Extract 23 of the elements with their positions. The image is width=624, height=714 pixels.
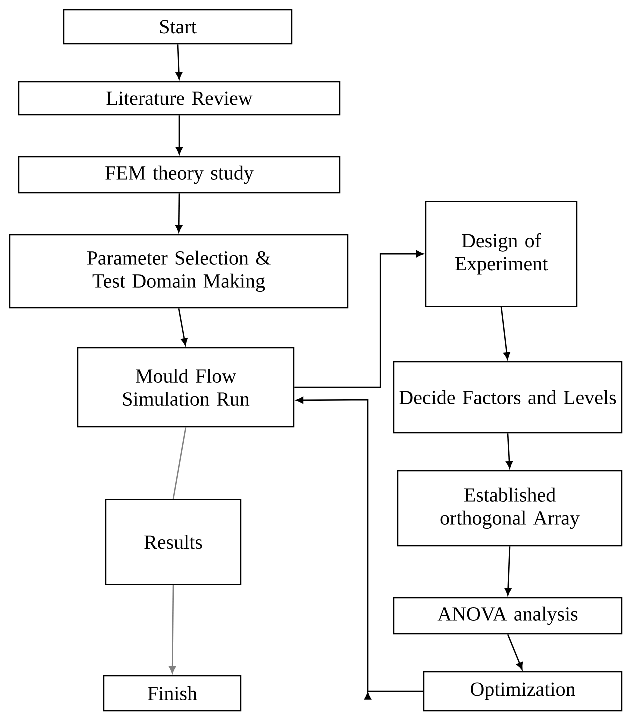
process-box: Decide Factors and Levels: [393, 361, 623, 434]
process-box: Mould Flow Simulation Run: [77, 347, 295, 428]
process-box: FEM theory study: [18, 156, 341, 194]
arrow: [178, 308, 188, 346]
process-box: Literature Review: [18, 81, 341, 116]
arrow: [169, 585, 176, 674]
process-box: Start: [63, 9, 293, 45]
arrow: [507, 634, 524, 670]
process-box: Results: [105, 499, 242, 586]
arrow: [504, 546, 512, 596]
arrow: [506, 434, 513, 469]
process-box: Established orthogonal Array: [397, 470, 623, 547]
process-box: Finish: [103, 675, 242, 712]
process-box: Optimization: [423, 671, 623, 712]
process-box: ANOVA analysis: [393, 597, 623, 635]
process-box: Parameter Selection & Test Domain Making: [9, 234, 349, 309]
arrow: [176, 44, 183, 80]
arrow: [296, 397, 424, 700]
arrow: [176, 116, 183, 155]
arrow: [176, 194, 183, 233]
process-box: Design of Experiment: [425, 201, 578, 308]
arrow: [500, 307, 510, 360]
arrow: [294, 250, 424, 388]
